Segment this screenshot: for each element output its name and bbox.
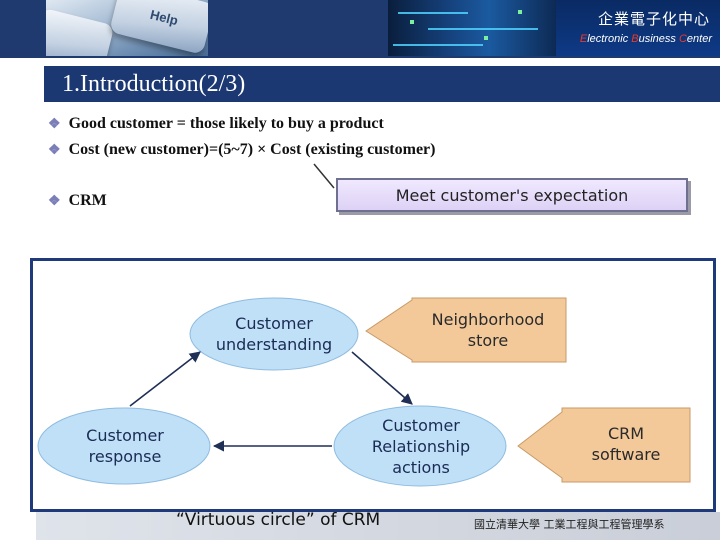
diagram-caption: “Virtuous circle” of CRM [176, 510, 381, 530]
diamond-bullet-icon: ❖ [48, 117, 61, 132]
brand-english-name: Electronic Business Center [579, 33, 712, 45]
footer-university: 國立清華大學 工業工程與工程管理學系 [474, 518, 665, 531]
brand-panel: 企業電子化中心 Electronic Business Center [556, 0, 720, 56]
keyboard-photo: Help [46, 0, 208, 56]
bullet-good-customer: ❖Good customer = those likely to buy a p… [48, 115, 384, 132]
slide-title: 1.Introduction(2/3) [62, 71, 246, 97]
diamond-bullet-icon: ❖ [48, 194, 61, 209]
keyboard-key [46, 7, 115, 56]
title-bar: 1.Introduction(2/3) [44, 66, 720, 102]
header-banner: Help 企業電子化中心 Electronic Business Center [0, 0, 720, 58]
bullet-crm: ❖CRM [48, 192, 107, 209]
footer-band [36, 512, 720, 540]
expectation-callout: Meet customer's expectation [336, 178, 688, 212]
bullet-cost: ❖Cost (new customer)=(5~7) × Cost (exist… [48, 141, 436, 158]
diamond-bullet-icon: ❖ [48, 143, 61, 158]
callout-pointer-line [313, 163, 335, 189]
brand-chinese-name: 企業電子化中心 [597, 10, 710, 28]
callout-text: Meet customer's expectation [395, 186, 629, 205]
circuit-photo [388, 0, 556, 56]
